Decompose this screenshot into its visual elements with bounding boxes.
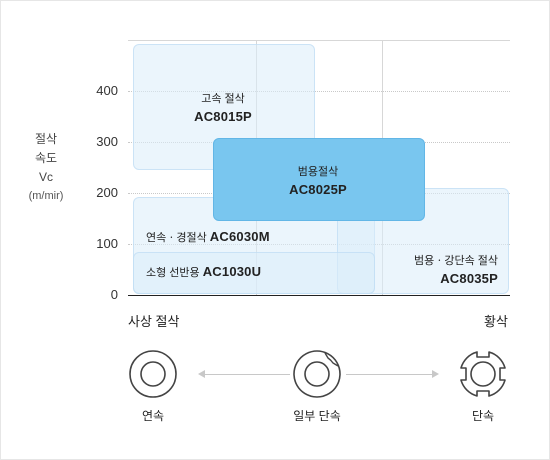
region-box-ac1030u <box>133 252 375 294</box>
region-label-ac8025p: 범용절삭 AC8025P <box>268 163 368 197</box>
y-tick-label: 400 <box>96 83 118 98</box>
y-axis-label-line: Vc <box>38 170 53 184</box>
region-desc: 연속ㆍ경절삭 <box>146 232 207 244</box>
region-desc: 범용절삭 <box>297 166 339 178</box>
continuous-cut-label: 연속 <box>141 409 165 423</box>
region-label-ac1030u: 소형 선반용 AC1030U <box>146 264 261 280</box>
interrupted-cut-label: 단속 <box>471 409 495 423</box>
y-tick-label: 200 <box>96 185 118 200</box>
arrow-line-left <box>204 374 290 375</box>
y-axis-label: 절삭 속도 Vc (m/mir) <box>18 130 74 206</box>
y-tick-label: 100 <box>96 236 118 251</box>
region-label-ac8015p: 고속 절삭 AC8015P <box>173 90 273 124</box>
interrupted-cut-icon <box>460 351 506 397</box>
partial-interrupted-cut-label: 일부 단속 <box>293 409 341 423</box>
region-label-ac6030m: 연속ㆍ경절삭 AC6030M <box>146 229 270 245</box>
region-box-ac8025p <box>213 138 425 221</box>
y-axis-unit: (m/mir) <box>28 190 64 202</box>
region-code: AC8025P <box>289 182 347 197</box>
grid-top-line <box>128 40 510 41</box>
y-axis-label-line: 속도 <box>34 151 58 165</box>
region-desc: 소형 선반용 <box>146 267 200 279</box>
x-axis-left-label: 사상 절삭 <box>128 314 180 329</box>
y-tick-label: 0 <box>110 287 118 302</box>
region-code: AC8035P <box>440 271 498 286</box>
region-label-ac8035p: 범용ㆍ강단속 절삭 AC8035P <box>390 252 498 286</box>
arrow-line-right <box>346 374 432 375</box>
x-axis-line <box>128 295 510 296</box>
region-code: AC8015P <box>194 109 252 124</box>
grid-line <box>128 91 510 92</box>
region-code: AC1030U <box>202 264 262 279</box>
arrow-head-left-icon <box>198 370 205 378</box>
region-desc: 고속 절삭 <box>201 93 245 105</box>
y-axis-label-line: 절삭 <box>34 132 58 146</box>
continuous-cut-icon <box>129 350 177 398</box>
region-code: AC6030M <box>209 229 270 244</box>
partial-interrupted-cut-icon <box>293 350 341 398</box>
x-axis-right-label: 황삭 <box>484 314 508 329</box>
region-desc: 범용ㆍ강단속 절삭 <box>413 255 498 267</box>
arrow-head-right-icon <box>432 370 439 378</box>
y-tick-label: 300 <box>96 134 118 149</box>
